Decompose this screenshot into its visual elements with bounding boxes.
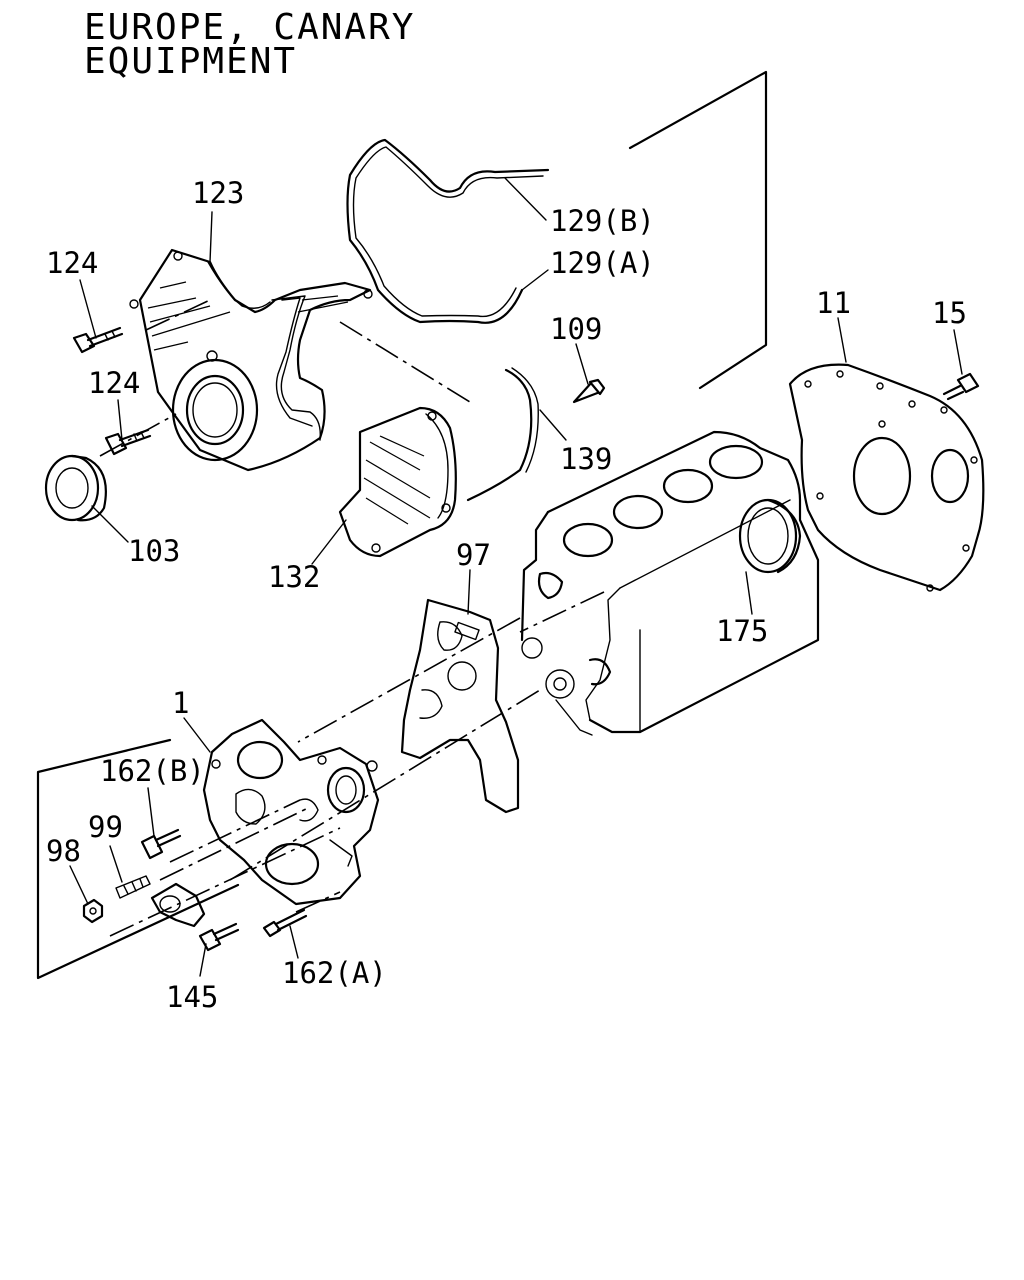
boundary-lines xyxy=(36,70,768,980)
callout-97: 97 xyxy=(456,538,491,572)
callout-162b: 162(B) xyxy=(100,754,205,788)
part-162a-stud xyxy=(262,908,308,938)
callout-11: 11 xyxy=(816,286,851,320)
part-97-gasket xyxy=(400,598,520,814)
part-129-gaskets xyxy=(346,138,550,324)
callout-162a: 162(A) xyxy=(282,956,387,990)
callout-99: 99 xyxy=(88,810,123,844)
part-15-bolt xyxy=(942,372,980,401)
cylinder-block xyxy=(520,430,820,736)
part-124-bolt-upper xyxy=(72,326,124,354)
title-line-2: EQUIPMENT xyxy=(84,41,298,82)
callout-124-upper: 124 xyxy=(46,246,99,280)
part-109-bolt xyxy=(572,378,606,404)
part-124-bolt-lower xyxy=(104,428,152,456)
callout-109: 109 xyxy=(550,312,603,346)
part-139-seal-strip xyxy=(466,367,539,502)
callout-1: 1 xyxy=(172,686,190,720)
callout-98: 98 xyxy=(46,834,81,868)
callout-129a: 129(A) xyxy=(550,246,655,280)
part-103-oil-seal xyxy=(44,454,107,522)
part-98-nut xyxy=(82,898,104,924)
callout-15: 15 xyxy=(932,296,967,330)
leader-lines xyxy=(69,211,963,977)
callout-175: 175 xyxy=(716,614,769,648)
part-99-stud xyxy=(115,875,151,899)
callout-139: 139 xyxy=(560,442,613,476)
callout-132: 132 xyxy=(268,560,321,594)
part-162b-bolt xyxy=(140,828,182,860)
callout-129b: 129(B) xyxy=(550,204,655,238)
callout-123: 123 xyxy=(192,176,245,210)
assembly-centerlines xyxy=(99,299,605,937)
callout-103: 103 xyxy=(128,534,181,568)
part-11-rear-plate xyxy=(788,363,985,592)
callout-124-lower: 124 xyxy=(88,366,141,400)
part-123-upper-cover xyxy=(129,248,373,472)
part-175-rear-seal xyxy=(738,498,802,574)
part-1-front-case xyxy=(202,718,380,906)
part-132-lower-cover xyxy=(338,406,457,558)
callout-145: 145 xyxy=(166,980,219,1014)
title-line-1: EUROPE, CANARY xyxy=(84,7,416,48)
